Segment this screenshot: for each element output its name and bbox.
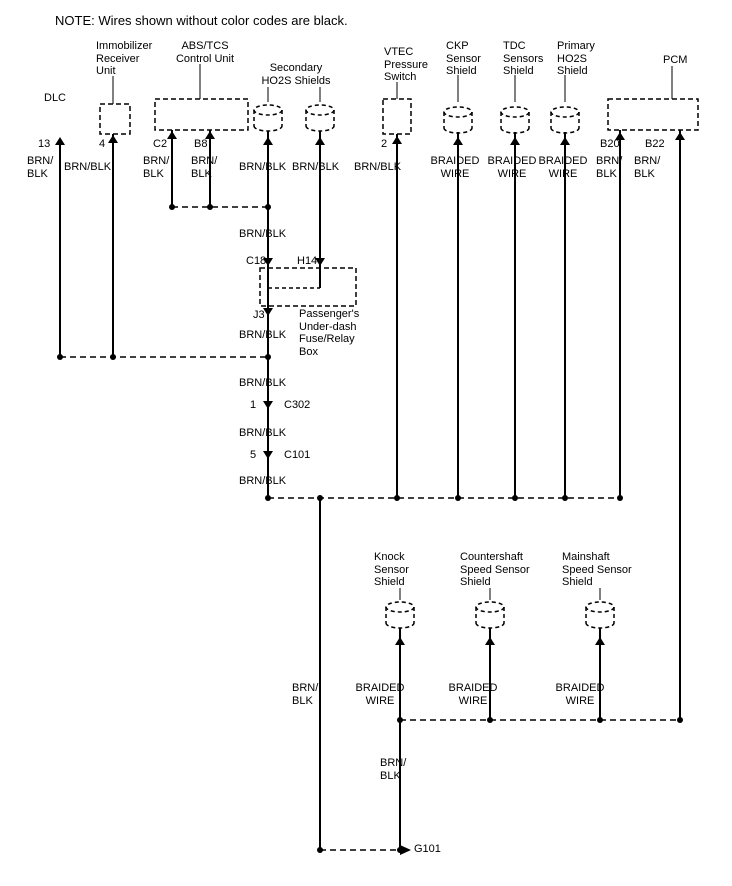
- ground-arrow-icon: [400, 845, 411, 855]
- junction-buses: [60, 206, 680, 851]
- connector-h14: H14: [297, 255, 318, 267]
- wire-label-brn-blk: BRN/BLK: [292, 161, 340, 173]
- wire-label-brn-blk: BRN/BLK: [239, 377, 287, 389]
- connector-boxes: [99, 98, 699, 307]
- wire-label-braided: BRAIDED WIRE: [448, 682, 498, 707]
- wire-label-brn-blk: BRN/BLK: [354, 161, 402, 173]
- label-dlc: DLC: [44, 92, 67, 104]
- wire-label-brn-blk: BRN/ BLK: [143, 155, 170, 180]
- connector-c18: C18: [246, 255, 267, 267]
- pin-abs-c2: C2: [153, 138, 168, 150]
- note-text: NOTE: Wires shown without color codes ar…: [55, 13, 348, 28]
- ground-g101-label: G101: [414, 843, 441, 855]
- pin-pcm-b20: B20: [600, 138, 620, 150]
- pin-abs-b8: B8: [194, 138, 208, 150]
- tdc-shield-symbol: [500, 106, 530, 134]
- label-abs-tcs: ABS/TCS Control Unit: [175, 40, 235, 65]
- connector-c101: C101: [284, 449, 311, 461]
- label-primary-ho2s: Primary HO2S Shield: [557, 40, 595, 78]
- mainshaft-shield-symbol: [585, 601, 615, 629]
- label-vtec: VTEC Pressure Switch: [384, 46, 429, 84]
- fuse-relay-box: [259, 267, 357, 307]
- wire-label-brn-blk: BRN/BLK: [239, 228, 287, 240]
- wire-label-brn-blk: BRN/ BLK: [191, 155, 218, 180]
- connector-j3: J3: [253, 309, 265, 321]
- primary-ho2s-shield-symbol: [550, 106, 580, 134]
- knock-shield-symbol: [385, 601, 415, 629]
- label-mainshaft-sensor: Mainshaft Speed Sensor Shield: [562, 551, 632, 589]
- label-pcm: PCM: [663, 54, 688, 66]
- wires: [59, 130, 681, 850]
- pin-dlc-13: 13: [38, 138, 51, 150]
- wire-label-braided: BRAIDED WIRE: [555, 682, 605, 707]
- countershaft-shield-symbol: [475, 601, 505, 629]
- wire-label-braided: BRAIDED WIRE: [355, 682, 405, 707]
- label-ckp: CKP Sensor Shield: [446, 40, 481, 78]
- junction-dots: [57, 204, 683, 853]
- pin-immobilizer-4: 4: [99, 138, 106, 150]
- secondary-ho2s-shield-2-symbol: [305, 104, 335, 132]
- label-fuse-relay-box: Passenger's Under-dash Fuse/Relay Box: [299, 308, 360, 358]
- connector-c302-pin: 1: [250, 399, 257, 411]
- ckp-shield-symbol: [443, 106, 473, 134]
- secondary-ho2s-shield-1-symbol: [253, 104, 283, 132]
- wire-label-brn-blk: BRN/BLK: [239, 329, 287, 341]
- label-immobilizer: Immobilizer Receiver Unit: [96, 40, 153, 78]
- label-countershaft-sensor: Countershaft Speed Sensor Shield: [460, 551, 530, 589]
- wire-label-brn-blk: BRN/ BLK: [380, 757, 407, 782]
- pin-vtec-2: 2: [381, 138, 388, 150]
- wire-label-brn-blk: BRN/BLK: [239, 475, 287, 487]
- shield-symbols: [253, 104, 615, 629]
- wire-label-brn-blk: BRN/ BLK: [27, 155, 54, 180]
- label-knock-sensor: Knock Sensor Shield: [374, 551, 409, 589]
- wire-label-brn-blk: BRN/BLK: [239, 427, 287, 439]
- wire-label-brn-blk: BRN/BLK: [64, 161, 112, 173]
- wire-label-brn-blk: BRN/ BLK: [292, 682, 319, 707]
- vtec-box: [382, 98, 412, 135]
- label-tdc: TDC Sensors Shield: [503, 40, 544, 78]
- immobilizer-box: [99, 103, 131, 135]
- connector-c101-pin: 5: [250, 449, 257, 461]
- ground-symbol: [400, 845, 411, 855]
- pcm-box: [607, 98, 699, 131]
- wire-label-brn-blk: BRN/BLK: [239, 161, 287, 173]
- pin-pcm-b22: B22: [645, 138, 665, 150]
- wire-label-braided: BRAIDED WIRE: [487, 155, 537, 180]
- wire-label-brn-blk: BRN/ BLK: [596, 155, 623, 180]
- label-leader-lines: [112, 64, 673, 600]
- abs-tcs-box: [154, 98, 249, 131]
- wire-label-braided: BRAIDED WIRE: [538, 155, 588, 180]
- connector-c302: C302: [284, 399, 311, 411]
- wire-label-brn-blk: BRN/ BLK: [634, 155, 661, 180]
- label-secondary-ho2s: Secondary HO2S Shields: [261, 62, 331, 87]
- wire-label-braided: BRAIDED WIRE: [430, 155, 480, 180]
